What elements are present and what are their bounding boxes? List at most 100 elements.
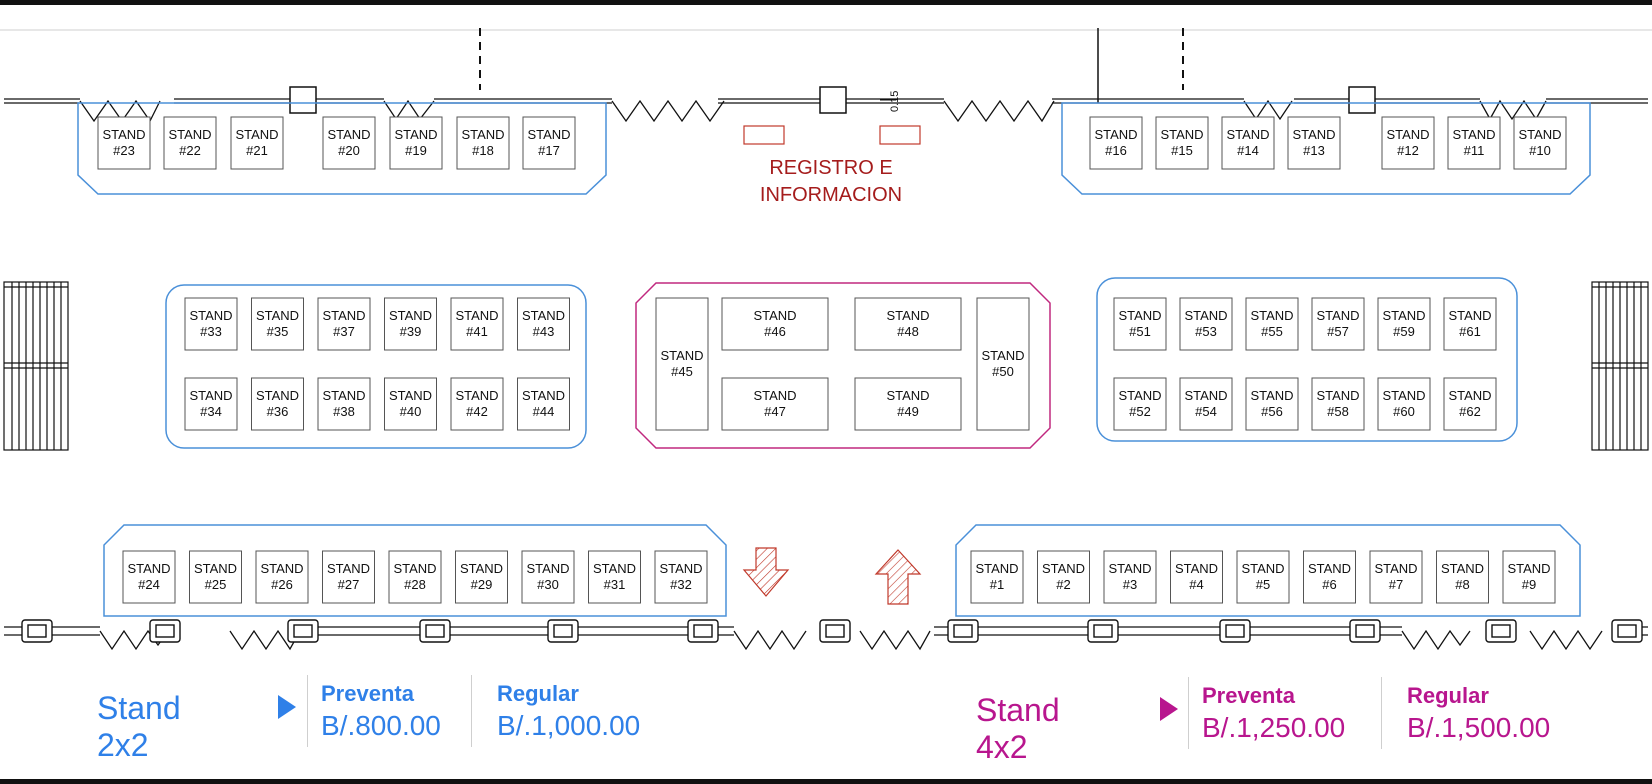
stand-box (230, 116, 284, 170)
stand-39[interactable]: STAND#39 (384, 297, 437, 351)
stand-58[interactable]: STAND#58 (1311, 377, 1365, 431)
stand-word: STAND (1184, 308, 1227, 323)
stand-27[interactable]: STAND#27 (322, 550, 375, 604)
stand-57[interactable]: STAND#57 (1311, 297, 1365, 351)
stand-number: #2 (1056, 577, 1070, 592)
stand-24[interactable]: STAND#24 (122, 550, 176, 604)
stand-10[interactable]: STAND#10 (1513, 116, 1567, 170)
stand-number: #48 (897, 324, 919, 339)
stand-box (184, 297, 238, 351)
stand-12[interactable]: STAND#12 (1381, 116, 1435, 170)
stand-word: STAND (1160, 127, 1203, 142)
stand-word: STAND (256, 388, 299, 403)
stand-55[interactable]: STAND#55 (1245, 297, 1299, 351)
presale-price-2x2: B/.800.00 (321, 710, 441, 741)
stand-38[interactable]: STAND#38 (317, 377, 371, 431)
stand-49[interactable]: STAND#49 (854, 377, 962, 431)
stand-18[interactable]: STAND#18 (456, 116, 510, 170)
stand-43[interactable]: STAND#43 (517, 297, 570, 351)
stand-50[interactable]: STAND#50 (976, 297, 1030, 431)
stand-29[interactable]: STAND#29 (455, 550, 508, 604)
stand-number: #62 (1459, 404, 1481, 419)
stand-25[interactable]: STAND#25 (189, 550, 242, 604)
stand-48[interactable]: STAND#48 (854, 297, 962, 351)
stand-53[interactable]: STAND#53 (1179, 297, 1233, 351)
stand-11[interactable]: STAND#11 (1447, 116, 1501, 170)
stand-5[interactable]: STAND#5 (1236, 550, 1290, 604)
registration-desk (879, 125, 921, 145)
stand-word: STAND (394, 127, 437, 142)
stand-8[interactable]: STAND#8 (1436, 550, 1489, 604)
zone-top-right (1061, 102, 1591, 195)
stand-number: #32 (670, 577, 692, 592)
stand-4[interactable]: STAND#4 (1170, 550, 1223, 604)
stand-word: STAND (1292, 127, 1335, 142)
stand-box (522, 116, 576, 170)
stand-33[interactable]: STAND#33 (184, 297, 238, 351)
stand-box (388, 550, 442, 604)
stairs-icon (1591, 281, 1649, 451)
stand-13[interactable]: STAND#13 (1287, 116, 1341, 170)
stand-61[interactable]: STAND#61 (1443, 297, 1497, 351)
stand-17[interactable]: STAND#17 (522, 116, 576, 170)
stand-number: #61 (1459, 324, 1481, 339)
stand-51[interactable]: STAND#51 (1113, 297, 1167, 351)
stand-28[interactable]: STAND#28 (388, 550, 442, 604)
stand-31[interactable]: STAND#31 (588, 550, 641, 604)
divider (307, 675, 308, 747)
stand-52[interactable]: STAND#52 (1113, 377, 1167, 431)
stand-number: #56 (1261, 404, 1283, 419)
stand-47[interactable]: STAND#47 (721, 377, 829, 431)
stand-37[interactable]: STAND#37 (317, 297, 371, 351)
stand-36[interactable]: STAND#36 (251, 377, 304, 431)
stand-34[interactable]: STAND#34 (184, 377, 238, 431)
stand-41[interactable]: STAND#41 (450, 297, 504, 351)
stand-21[interactable]: STAND#21 (230, 116, 284, 170)
stand-23[interactable]: STAND#23 (97, 116, 151, 170)
stand-word: STAND (1118, 308, 1161, 323)
stand-box (1502, 550, 1556, 604)
stand-40[interactable]: STAND#40 (384, 377, 437, 431)
regular-label-2x2: Regular (497, 681, 579, 706)
stand-word: STAND (1094, 127, 1137, 142)
stand-45[interactable]: STAND#45 (655, 297, 709, 431)
stand-62[interactable]: STAND#62 (1443, 377, 1497, 431)
stand-word: STAND (1226, 127, 1269, 142)
stand-number: #40 (400, 404, 422, 419)
zone-mid-left (165, 284, 587, 449)
stand-54[interactable]: STAND#54 (1179, 377, 1233, 431)
stand-7[interactable]: STAND#7 (1369, 550, 1423, 604)
stand-19[interactable]: STAND#19 (389, 116, 443, 170)
stand-box (1245, 297, 1299, 351)
stand-46[interactable]: STAND#46 (721, 297, 829, 351)
stand-6[interactable]: STAND#6 (1303, 550, 1356, 604)
stand-26[interactable]: STAND#26 (255, 550, 309, 604)
divider (1381, 677, 1382, 749)
stand-box (1113, 377, 1167, 431)
stand-14[interactable]: STAND#14 (1221, 116, 1275, 170)
stand-32[interactable]: STAND#32 (654, 550, 708, 604)
stand-44[interactable]: STAND#44 (517, 377, 570, 431)
stand-2[interactable]: STAND#2 (1037, 550, 1090, 604)
stand-35[interactable]: STAND#35 (251, 297, 304, 351)
stand-59[interactable]: STAND#59 (1377, 297, 1431, 351)
stand-word: STAND (1448, 388, 1491, 403)
stand-22[interactable]: STAND#22 (163, 116, 217, 170)
stand-box (1155, 116, 1209, 170)
stand-15[interactable]: STAND#15 (1155, 116, 1209, 170)
stand-16[interactable]: STAND#16 (1089, 116, 1143, 170)
stand-1[interactable]: STAND#1 (970, 550, 1024, 604)
stand-word: STAND (322, 308, 365, 323)
stand-3[interactable]: STAND#3 (1103, 550, 1157, 604)
stand-56[interactable]: STAND#56 (1245, 377, 1299, 431)
stand-word: STAND (659, 561, 702, 576)
stand-9[interactable]: STAND#9 (1502, 550, 1556, 604)
stand-60[interactable]: STAND#60 (1377, 377, 1431, 431)
stand-42[interactable]: STAND#42 (450, 377, 504, 431)
stand-box (455, 550, 508, 604)
stand-30[interactable]: STAND#30 (521, 550, 575, 604)
stand-box (721, 297, 829, 351)
stand-20[interactable]: STAND#20 (322, 116, 376, 170)
stand-word: STAND (522, 308, 565, 323)
play-icon (278, 695, 296, 719)
